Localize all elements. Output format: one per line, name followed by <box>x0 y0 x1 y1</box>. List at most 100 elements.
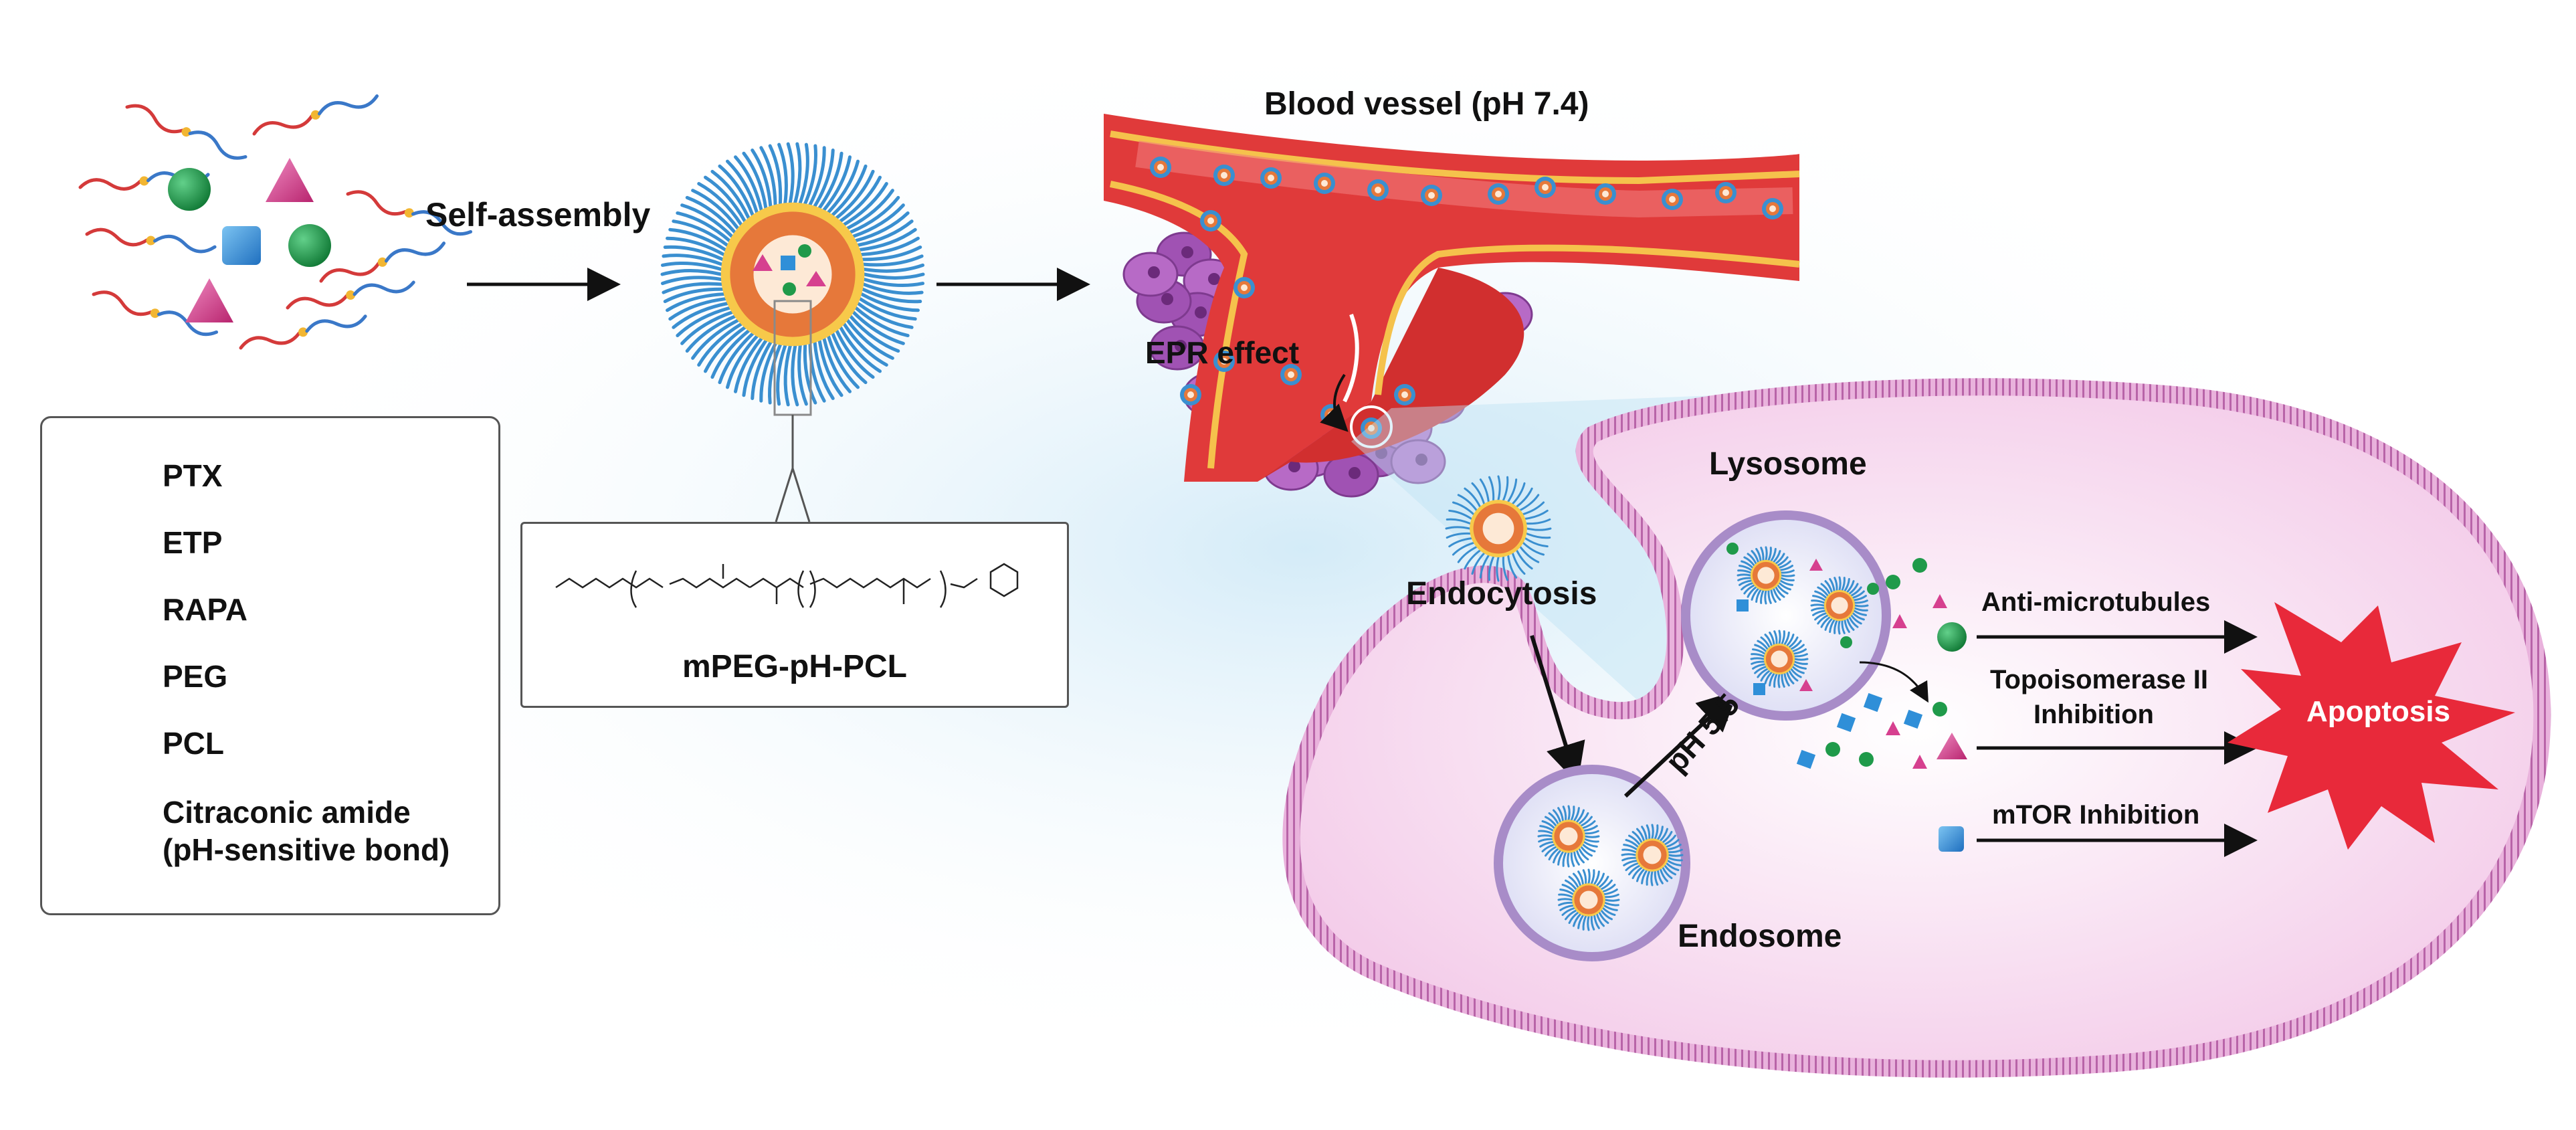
legend-item-etp: ETP <box>42 513 498 573</box>
legend-item-ptx: PTX <box>42 446 498 506</box>
vessel-endothelium <box>1375 244 1800 395</box>
effect-arrows <box>1937 620 2258 857</box>
ptx-effect-icon <box>1937 622 1967 652</box>
anti-microtubules-label: Anti-microtubules <box>1981 587 2211 617</box>
vessel-gap <box>1343 313 1359 403</box>
micelle-tiny <box>1394 384 1415 405</box>
free-drugs <box>168 158 331 322</box>
ptx-molecule <box>1859 752 1874 767</box>
micelle-large <box>660 142 925 407</box>
micelle-tiny <box>1595 183 1616 205</box>
micelle-small <box>1557 868 1620 931</box>
polymer-structure-box: mPEG-pH-PCL <box>520 522 1069 708</box>
rapa-molecule <box>1753 683 1765 695</box>
legend-item-pcl: PCL <box>42 714 498 774</box>
free-polymers <box>78 94 473 350</box>
ptx-molecule <box>1912 558 1927 573</box>
apoptosis-label: Apoptosis <box>2306 695 2451 728</box>
epr-arrow <box>1320 373 1349 432</box>
rapa-molecule <box>1796 749 1816 769</box>
release-arrow <box>1859 661 1928 703</box>
micelle-small <box>1750 630 1809 688</box>
rapa-molecule <box>1737 599 1749 611</box>
etp-molecule <box>1799 679 1813 691</box>
rapa-effect-icon <box>1939 826 1964 852</box>
apoptosis-burst <box>2227 602 2515 850</box>
micelle-tiny <box>1180 384 1201 405</box>
vessel-endothelium <box>1110 181 1248 469</box>
etp-molecule <box>1809 559 1823 571</box>
micelle-small <box>1737 546 1795 605</box>
micelle-small <box>1621 824 1684 886</box>
micelle-tiny <box>1534 177 1556 198</box>
endocytosis-arrow <box>1530 635 1585 784</box>
rapa-molecule <box>222 226 261 265</box>
inhibition-label: Inhibition <box>2034 700 2154 729</box>
polymer-chain <box>286 280 415 310</box>
polymer-chain <box>252 94 379 136</box>
polymer-chain <box>125 104 247 160</box>
rapa-in-micelle <box>781 256 795 270</box>
etp-molecule <box>266 158 314 202</box>
micelle-tiny <box>1280 364 1302 385</box>
etp-molecule <box>1933 594 1947 608</box>
micelle-tiny <box>1150 157 1171 178</box>
etp-molecule <box>1892 614 1907 628</box>
vessel-endothelium <box>1110 130 1800 185</box>
polymer-chain <box>92 290 219 337</box>
polymer-chain <box>319 242 446 283</box>
ptx-molecule <box>168 168 211 211</box>
micelle-tiny <box>1421 185 1442 206</box>
endosome <box>1494 765 1690 961</box>
etp-molecule <box>185 278 233 322</box>
released-drugs <box>1796 558 1947 769</box>
legend-item-citraconic: Citraconic amide (pH-sensitive bond) <box>42 789 498 883</box>
etp-in-micelle <box>806 271 826 286</box>
legend-label: Citraconic amide <box>163 795 411 830</box>
micelle-small <box>1810 576 1869 635</box>
micelle-tiny <box>1213 165 1235 186</box>
legend-label: PCL <box>163 726 224 761</box>
rapa-molecule <box>1903 709 1923 729</box>
topoisomerase-label: Topoisomerase II <box>1990 665 2209 694</box>
micelle-tiny <box>1260 167 1282 189</box>
legend: PTX ETP RAPA PEG PCL Citraconic amide (p… <box>40 416 500 915</box>
blood-vessel <box>1104 114 1800 498</box>
micelle-small <box>1537 805 1600 868</box>
mtor-label: mTOR Inhibition <box>1992 800 2200 830</box>
ptx-molecule <box>1933 702 1947 717</box>
legend-item-peg: PEG <box>42 647 498 707</box>
ptx-in-micelle <box>798 244 811 258</box>
micelle-tiny <box>1233 277 1255 298</box>
micelle-tiny <box>1200 210 1221 231</box>
ptx-molecule <box>288 224 331 267</box>
etp-in-micelle <box>753 254 773 271</box>
lysosome <box>1681 510 1891 721</box>
micelle-tiny <box>1314 173 1335 194</box>
ptx-molecule <box>1840 636 1852 648</box>
micelle-tiny <box>1715 182 1737 203</box>
micelle-tiny <box>1361 417 1382 439</box>
ph-arrow <box>1623 690 1739 798</box>
rapa-molecule <box>1863 692 1883 713</box>
ptx-molecule <box>1886 575 1900 589</box>
blood-vessel-label: Blood vessel (pH 7.4) <box>1264 86 1589 122</box>
lysosome-label: Lysosome <box>1709 446 1867 482</box>
polymer-chain <box>85 227 217 254</box>
etp-effect-icon <box>1937 733 1967 759</box>
zoom-line-right <box>791 468 811 523</box>
polymer-chain <box>346 190 473 236</box>
etp-molecule <box>1912 755 1927 769</box>
ptx-in-micelle <box>783 282 796 296</box>
micelle-tiny <box>1367 179 1389 201</box>
legend-item-rapa: RAPA <box>42 580 498 640</box>
self-assembly-label: Self-assembly <box>425 196 651 233</box>
legend-sublabel: (pH-sensitive bond) <box>163 832 450 867</box>
polymer-name: mPEG-pH-PCL <box>682 649 907 684</box>
vessel-branch <box>1258 268 1524 482</box>
endocytosis-micelle <box>1445 475 1552 582</box>
lysosome-membrane <box>1681 510 1891 721</box>
micelle-tiny <box>1488 183 1509 205</box>
